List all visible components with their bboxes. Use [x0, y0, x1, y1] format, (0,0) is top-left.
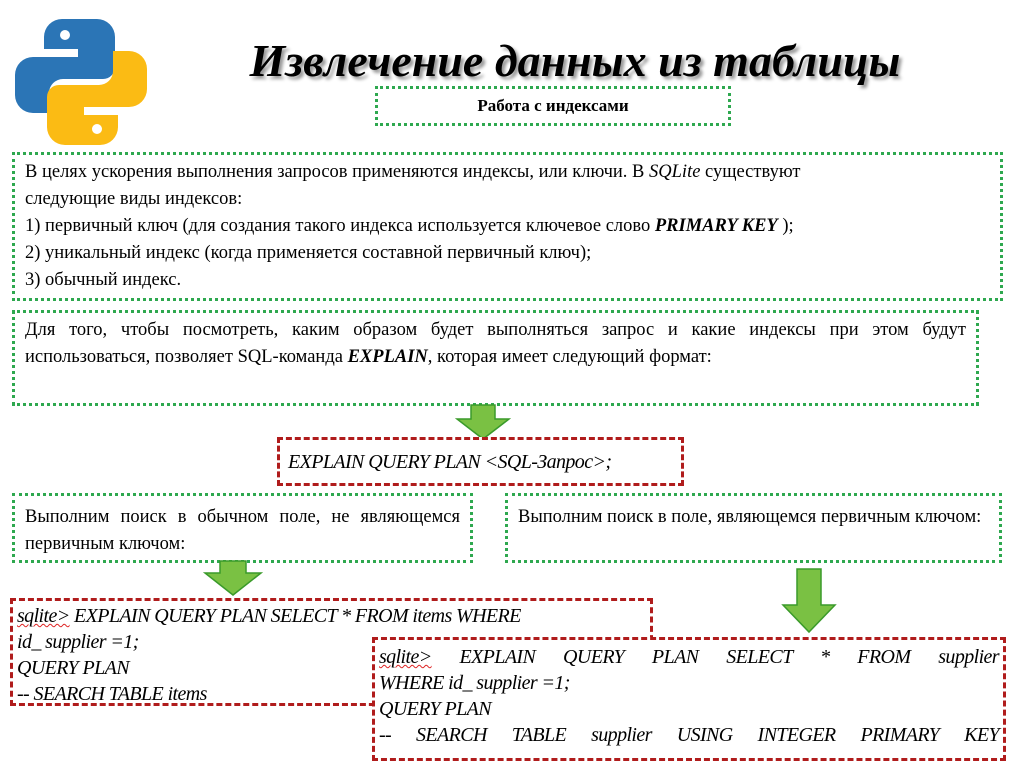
explain-box: Для того, чтобы посмотреть, каким образо… — [12, 310, 979, 406]
sqlite-term: SQLite — [649, 162, 701, 182]
explain-text-end: , которая имеет следующий формат: — [427, 347, 712, 367]
intro-text-end: существуют — [700, 162, 801, 182]
index-item-1-end: ); — [777, 216, 794, 236]
index-item-1: 1) первичный ключ (для создания такого и… — [25, 216, 655, 236]
index-types-box: В целях ускорения выполнения запросов пр… — [12, 152, 1003, 301]
code-line: id_ supplier =1; — [17, 631, 139, 653]
arrow-down-icon — [203, 560, 263, 596]
right-case-box: Выполним поиск в поле, являющемся первич… — [505, 493, 1002, 563]
sqlite-prompt: sqlite> — [17, 605, 70, 627]
python-logo-icon — [12, 14, 150, 150]
left-case-box: Выполним поиск в обычном поле, не являющ… — [12, 493, 473, 563]
intro-text: В целях ускорения выполнения запросов пр… — [25, 162, 650, 182]
explain-format-box: EXPLAIN QUERY PLAN <SQL-Запрос>; — [277, 437, 684, 486]
sqlite-prompt: sqlite> — [379, 646, 432, 668]
arrow-down-icon — [455, 404, 511, 440]
index-item-3: 3) обычный индекс. — [25, 270, 182, 290]
code-line: EXPLAIN QUERY PLAN SELECT * FROM items W… — [69, 605, 521, 627]
intro-line2: следующие виды индексов: — [25, 189, 243, 209]
explain-term: EXPLAIN — [347, 347, 428, 367]
code-line: QUERY PLAN — [17, 657, 130, 679]
index-item-2: 2) уникальный индекс (когда применяется … — [25, 243, 592, 263]
explain-text: Для того, чтобы посмотреть, каким образо… — [25, 320, 966, 367]
subtitle-box: Работа с индексами — [375, 86, 731, 126]
code-line: EXPLAIN QUERY PLAN SELECT * FROM supplie… — [431, 646, 999, 668]
slide-title: Извлечение данных из таблицы — [249, 35, 901, 86]
code-line: -- SEARCH TABLE items — [17, 683, 207, 705]
code-line: QUERY PLAN — [379, 698, 492, 720]
arrow-down-icon — [781, 568, 837, 634]
code-line: WHERE id_ supplier =1; — [379, 672, 570, 694]
right-code-box: sqlite> EXPLAIN QUERY PLAN SELECT * FROM… — [372, 637, 1006, 761]
code-line: -- SEARCH TABLE supplier USING INTEGER P… — [379, 724, 1000, 746]
primary-key-term: PRIMARY KEY — [654, 216, 778, 236]
